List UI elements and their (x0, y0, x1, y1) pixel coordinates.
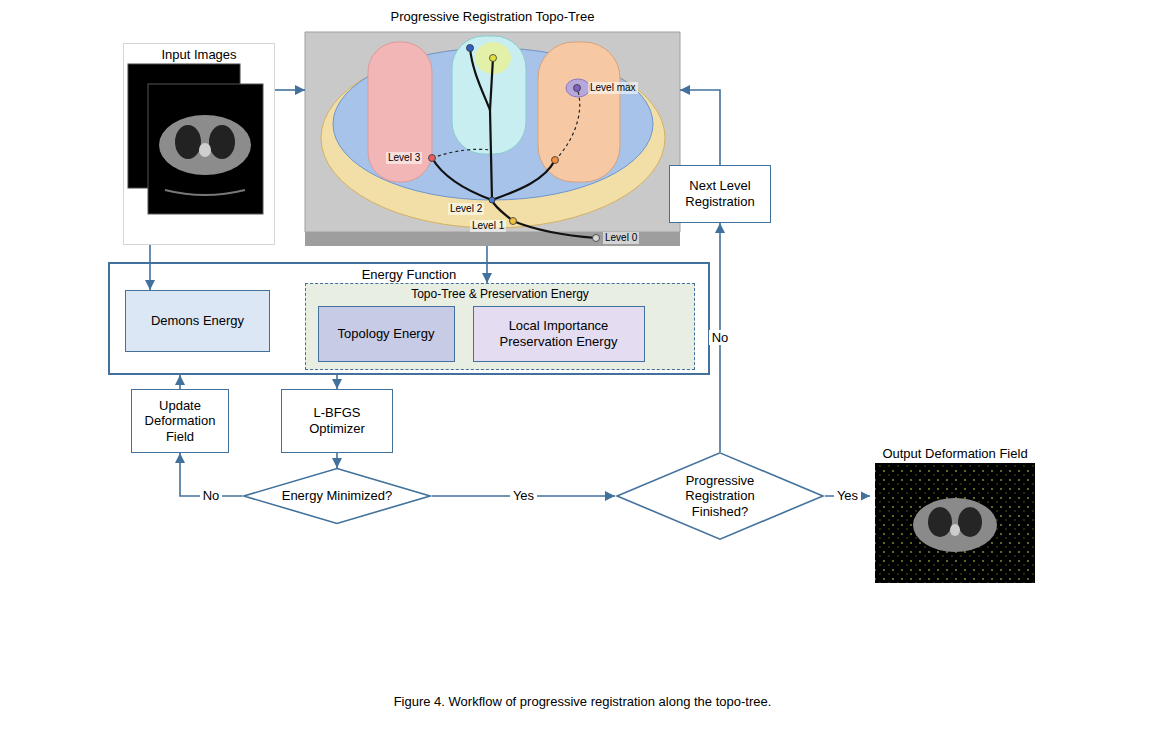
branch-label: Yes (510, 488, 537, 504)
tree-branch-part (513, 221, 596, 238)
tree-node-dot-part (429, 155, 436, 162)
process-box: Update Deformation Field (131, 389, 229, 453)
tree-node-dot-part (489, 197, 495, 203)
topo-tree-illustration (305, 32, 680, 246)
ct-input-images (128, 64, 263, 214)
node-label: L-BFGS Optimizer (282, 405, 392, 436)
topo-tree-illustration-part (566, 79, 590, 97)
flow-arrow (486, 246, 488, 283)
tree-node-dot-part (593, 235, 600, 242)
flow-arrow (432, 495, 615, 497)
tree-level-label: Level 2 (448, 203, 484, 215)
output-deformation-image-part (958, 507, 982, 537)
ct-input-images-part (148, 84, 263, 214)
flow-arrow (336, 375, 338, 389)
output-panel: Output Deformation Field (870, 443, 1040, 583)
node-label: Progressive Registration Finished? (660, 473, 780, 520)
tree-node-dot-part (552, 157, 559, 164)
tree-dashed-branch-part (432, 149, 490, 158)
flow-arrow (179, 375, 181, 389)
branch-label: Yes (834, 488, 861, 504)
diamond-outline (617, 453, 823, 539)
output-deformation-image (875, 463, 1035, 583)
tree-branch-part (492, 160, 555, 200)
tree-dashed-branch (432, 88, 580, 160)
tree-dashed-branch-part (555, 88, 580, 160)
decision-diamond: Energy Minimized? (242, 468, 432, 524)
topo-tree-illustration-part (452, 36, 526, 154)
node-label: Local Importance Preservation Energy (474, 318, 644, 349)
flow-arrow (180, 453, 242, 496)
energy-function-box: Energy FunctionDemons Energy Topo-Tree & … (108, 262, 710, 375)
input-images-panel: Input Images (123, 43, 275, 245)
branch-label: No (709, 330, 732, 346)
flow-arrow (680, 90, 720, 165)
energy-group-box: Topo-Tree & Preservation EnergyTopology … (305, 283, 695, 370)
tree-node-dot-part (574, 85, 581, 92)
ct-input-images-part (199, 143, 211, 157)
tree-node-dot (429, 45, 600, 242)
topo-tree-illustration-part (368, 42, 432, 182)
node-heading: Energy Function (358, 267, 461, 283)
node-label: Energy Minimized? (278, 488, 397, 504)
topo-tree-illustration-part (305, 232, 680, 246)
tree-level-label: Level 1 (470, 220, 506, 232)
ct-input-images-part (175, 125, 201, 159)
branch-label: No (200, 488, 223, 504)
node-label: Topology Energy (334, 326, 439, 342)
node-heading: Input Images (157, 47, 240, 63)
output-deformation-image-part (928, 507, 952, 537)
ct-input-images-part (159, 115, 251, 175)
topo-tree-illustration-part (305, 32, 680, 232)
energy-term-box: Demons Energy (125, 290, 270, 352)
process-box: L-BFGS Optimizer (281, 389, 393, 453)
tree-level-label: Level max (588, 82, 638, 94)
flow-arrow (825, 495, 870, 497)
tree-branch-part (492, 200, 513, 221)
tree-level-label: Level 3 (386, 152, 422, 164)
flow-arrow (275, 89, 305, 91)
topo-tree-panel: Progressive Registration Topo-Tree (305, 6, 680, 246)
output-deformation-image-part (950, 524, 960, 536)
tree-node-dot-part (510, 218, 517, 225)
energy-term-box: Topology Energy (318, 306, 455, 362)
tree-branch-part (490, 58, 493, 200)
node-heading: Topo-Tree & Preservation Energy (407, 287, 593, 301)
node-heading: Output Deformation Field (878, 446, 1031, 462)
diamond-outline (244, 469, 430, 524)
topo-tree-illustration-part (538, 42, 620, 182)
decision-diamond: Progressive Registration Finished? (615, 452, 825, 540)
tree-node-dot-part (490, 55, 497, 62)
tree-node-dot-part (467, 45, 474, 52)
tree-branch (432, 48, 596, 238)
flow-arrow (719, 223, 721, 452)
flow-arrow (149, 245, 151, 290)
node-label: Update Deformation Field (132, 398, 228, 445)
node-label: Next Level Registration (670, 178, 770, 209)
figure-caption: Figure 4. Workflow of progressive regist… (0, 694, 1165, 710)
ct-input-images-part (209, 125, 235, 159)
output-deformation-image-part (875, 463, 1035, 583)
tree-branch-part (432, 158, 492, 200)
ct-input-images-part (165, 190, 245, 195)
energy-term-box: Local Importance Preservation Energy (473, 306, 645, 362)
output-deformation-image-part (875, 463, 1035, 583)
tree-level-label: Level 0 (603, 232, 639, 244)
tree-branch-part (470, 48, 490, 110)
process-box: Next Level Registration (669, 165, 771, 223)
node-label: Demons Energy (147, 313, 248, 329)
node-heading: Progressive Registration Topo-Tree (387, 9, 599, 25)
flow-arrow (336, 453, 338, 468)
output-deformation-image-part (913, 498, 997, 552)
